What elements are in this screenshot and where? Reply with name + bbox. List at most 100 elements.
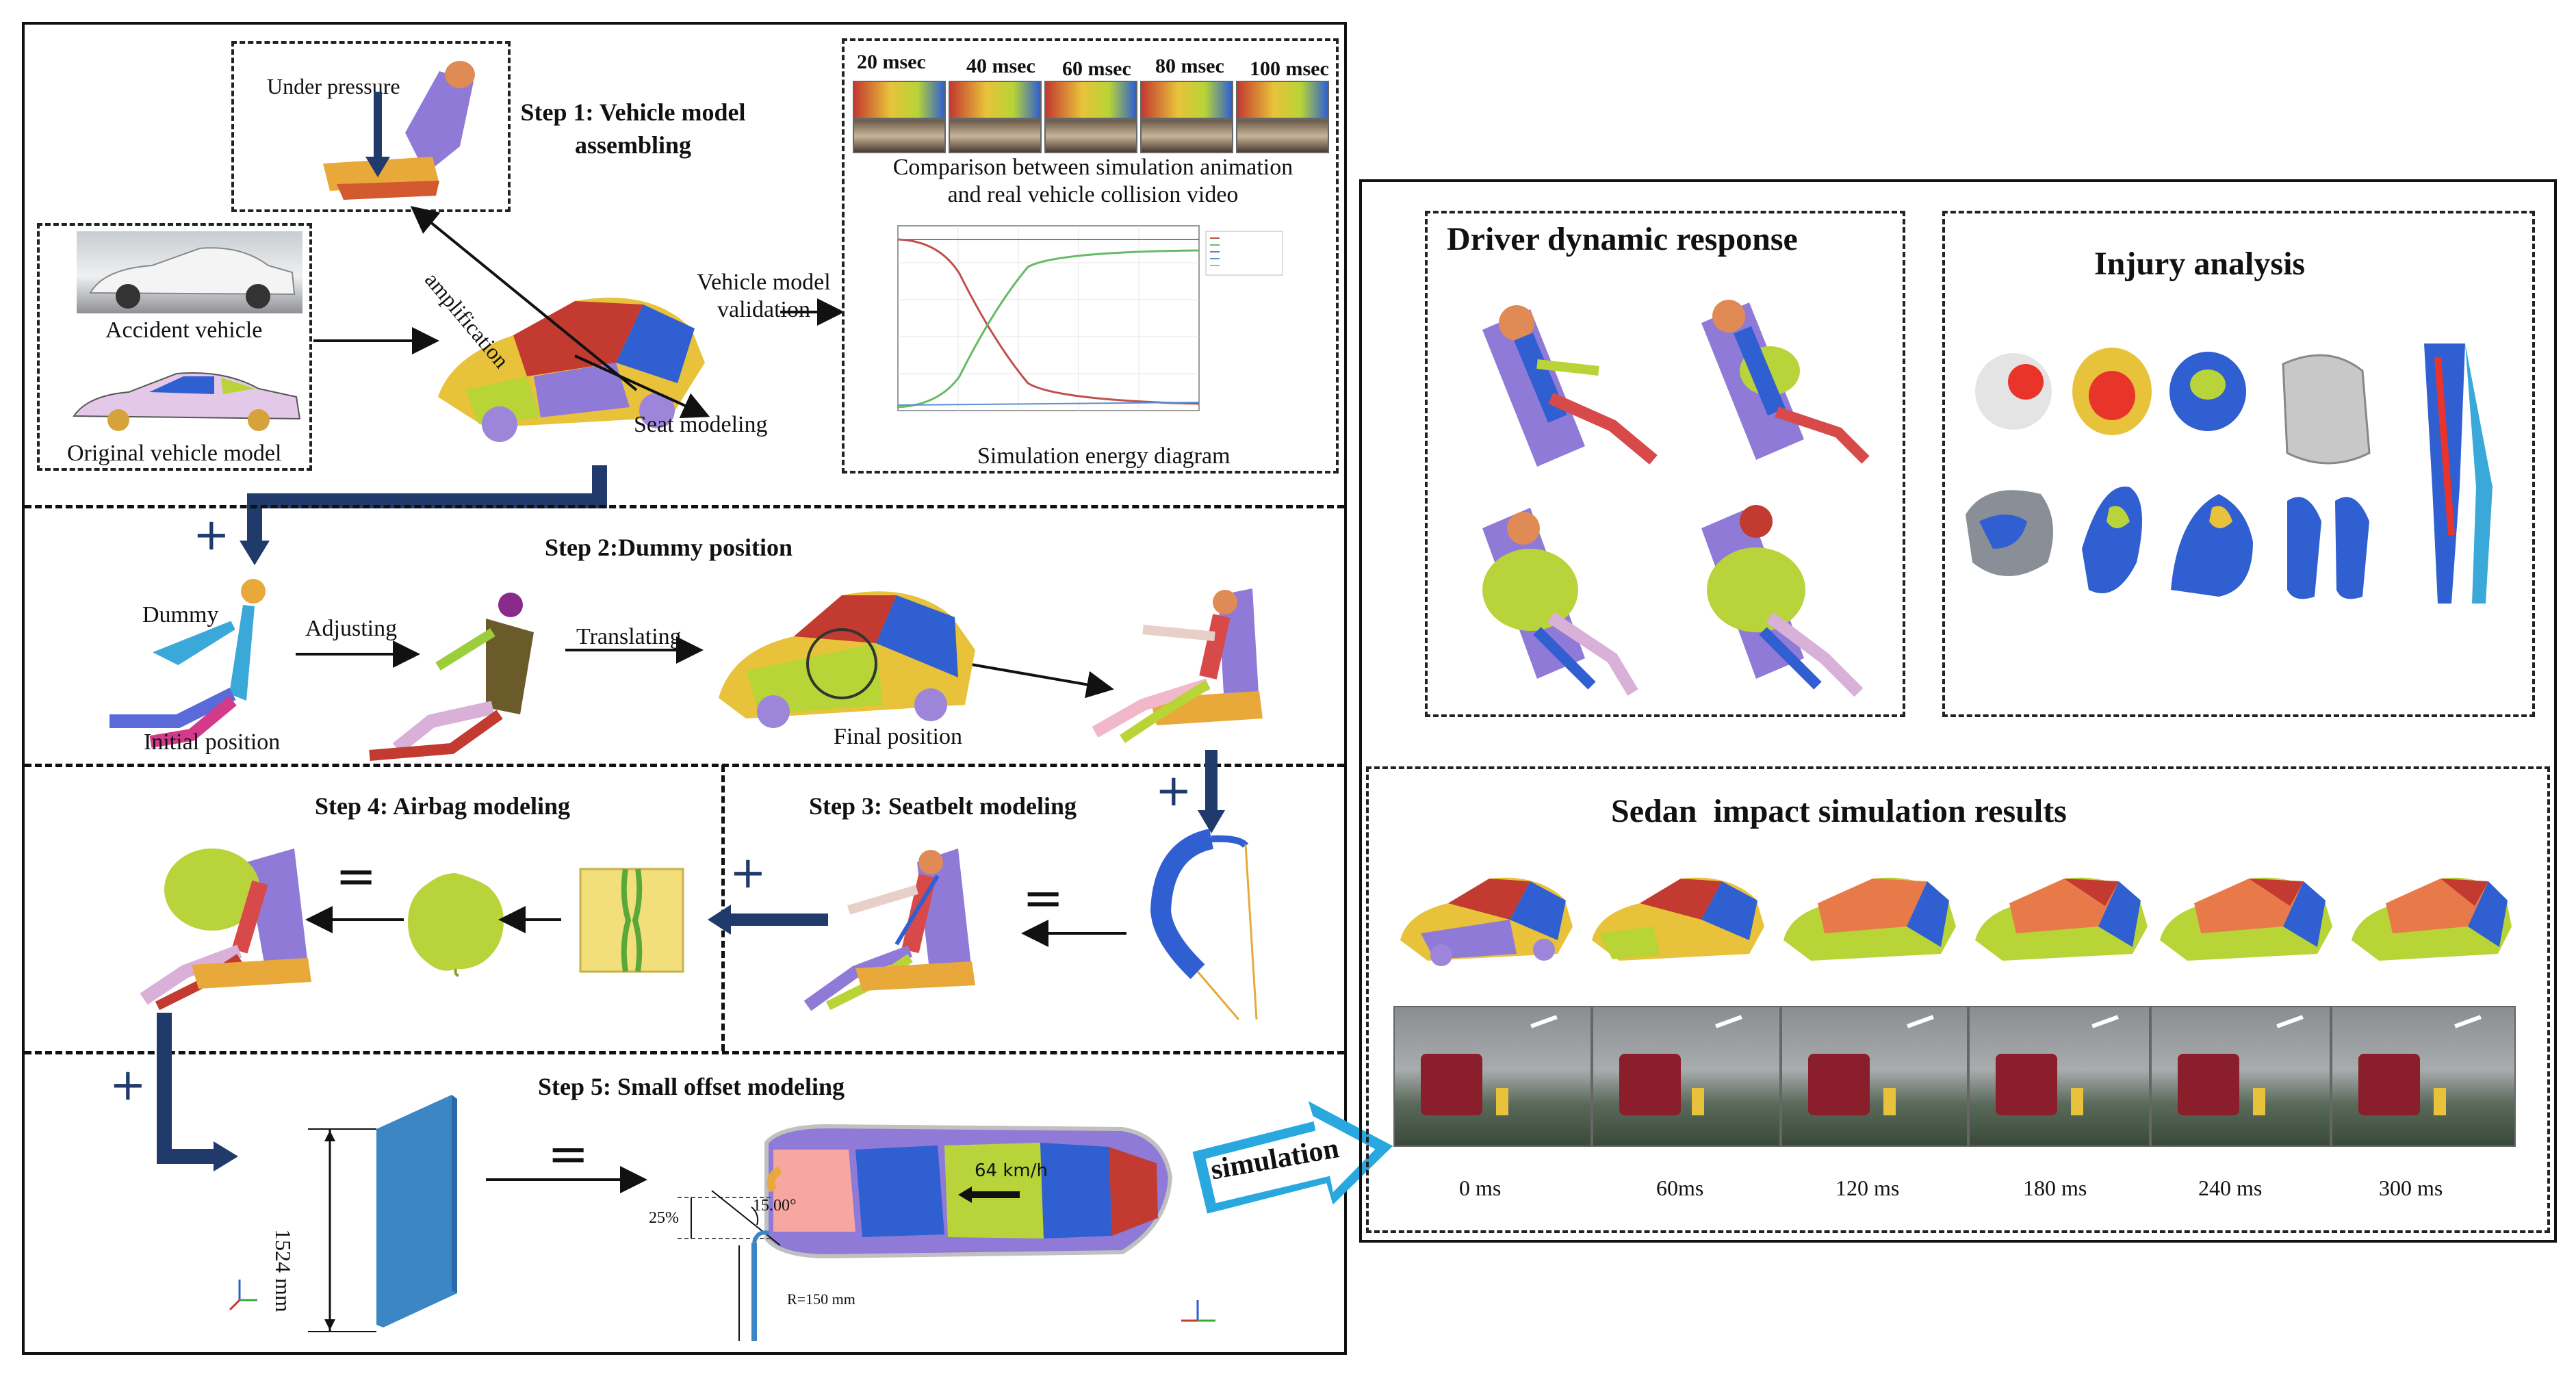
airbag-folded: [579, 868, 684, 973]
step3-to-step4-arrow: [708, 905, 828, 935]
video-frame: [1044, 119, 1137, 153]
step-divider: [25, 1051, 1344, 1054]
step5-plus: +: [110, 1060, 146, 1111]
driver-pose: [1482, 305, 1658, 467]
driver-response-box: Driver dynamic response: [1425, 211, 1905, 717]
original-vehicle-label: Original vehicle model: [67, 441, 282, 466]
step-divider: [25, 764, 1344, 767]
frame-time: 80 msec: [1155, 55, 1224, 77]
adjusting-label: Adjusting: [305, 616, 398, 641]
step4-title: Step 4: Airbag modeling: [315, 792, 571, 820]
sim-frame: [1044, 81, 1137, 119]
axis-triad-icon: [229, 1280, 257, 1311]
original-vehicle-model: [73, 372, 301, 431]
step3-plus: +: [1155, 766, 1192, 816]
validation-box: 20 msec 40 msec 60 msec 80 msec 100 msec…: [842, 38, 1339, 474]
small-offset-vehicle-top-view: [764, 1124, 1173, 1259]
video-frame: [949, 119, 1042, 153]
time-label: 300 ms: [2379, 1176, 2443, 1200]
internal-energy-curve: [897, 249, 1200, 409]
belted-dummy: [803, 848, 975, 1011]
video-frames: [1393, 1006, 2536, 1147]
validation-label: Vehicle model validation: [697, 270, 831, 322]
comparison-caption: Comparison between simulation animation …: [892, 155, 1293, 207]
frame-time: 40 msec: [966, 55, 1035, 77]
injury-contours: [1966, 344, 2493, 604]
speed-label: 64 km/h: [975, 1161, 1048, 1181]
sim-vehicle-frame: [2160, 877, 2332, 961]
step3-title: Step 3: Seatbelt modeling: [809, 792, 1077, 820]
time-label: 180 ms: [2023, 1176, 2087, 1200]
driver-pose: [1701, 300, 1870, 464]
final-position-label: Final position: [834, 724, 962, 749]
final-position-vehicle: [719, 591, 975, 728]
airbag-inflated: [408, 873, 504, 977]
translating-label: Translating: [576, 624, 682, 649]
time-label: 240 ms: [2198, 1176, 2263, 1200]
video-frame: [1140, 119, 1233, 153]
driver-pose: [1482, 508, 1638, 696]
step2-plus: +: [193, 510, 230, 560]
rigid-barrier: [376, 1095, 457, 1327]
initial-position-label: Initial position: [144, 729, 281, 755]
sim-vehicle-frame: [1975, 877, 2148, 961]
step2-title: Step 2:Dummy position: [545, 534, 793, 561]
sim-vehicle-frame: [1783, 877, 1956, 961]
accident-vehicle-label: Accident vehicle: [105, 317, 263, 343]
axis-triad-icon: [1181, 1300, 1215, 1322]
accident-car-outline: [89, 247, 296, 309]
frame-time: 20 msec: [857, 51, 926, 73]
sim-frame: [949, 81, 1042, 119]
other-energy-line: [897, 402, 1200, 406]
step5-equals: =: [548, 1125, 589, 1182]
collision-frames: 20 msec 40 msec 60 msec 80 msec 100 msec: [853, 48, 1332, 157]
injury-analysis-box: Injury analysis: [1942, 211, 2535, 717]
step-divider: [721, 765, 725, 1051]
assembled-vehicle-model: [438, 298, 705, 442]
time-label: 0 ms: [1459, 1176, 1502, 1200]
step2-to-step3-arrow: [1198, 750, 1225, 833]
step5-arrow: [486, 1166, 647, 1193]
barrier-height-dimension: [308, 1128, 376, 1332]
seatbelt-model: [1150, 829, 1258, 1020]
seated-dummy: [1092, 588, 1263, 743]
angle-label: 15.00°: [753, 1197, 797, 1215]
sim-vehicle-frame: [1400, 877, 1573, 966]
dummy-label: Dummy: [142, 602, 219, 627]
energy-diagram: [897, 225, 1283, 411]
step4-plus: +: [730, 848, 767, 898]
sim-frame: [1236, 81, 1329, 119]
step3-arrow: [1021, 920, 1126, 947]
video-trucks: [1421, 1015, 2482, 1115]
sim-vehicle-frame: [1592, 877, 1764, 961]
offset-geometry: [678, 1190, 781, 1341]
impact-results-title: Sedan impact simulation results: [1611, 793, 2067, 829]
methodology-panel: [22, 22, 1347, 1355]
step4-equals: =: [335, 847, 377, 905]
driver-dynamic-response-title: Driver dynamic response: [1447, 221, 1798, 257]
driver-pose: [1701, 505, 1864, 697]
airbag-dummy-assembly: [140, 848, 311, 1011]
sim-frame: [853, 81, 946, 119]
time-label: 60ms: [1656, 1176, 1704, 1200]
frame-time: 100 msec: [1250, 57, 1329, 80]
frame-time: 60 msec: [1062, 57, 1131, 80]
kinetic-energy-curve: [897, 238, 1200, 405]
results-panel: [1359, 179, 2557, 1243]
impact-results-box: Sedan impact simulation results: [1366, 766, 2550, 1233]
time-label: 120 ms: [1836, 1176, 1900, 1200]
barrier-height-label: 1524 mm: [271, 1229, 296, 1312]
simulation-arrow: [1192, 1101, 1393, 1214]
sim-vehicle-frame: [2352, 877, 2512, 961]
video-frame: [1236, 119, 1329, 153]
sim-frame: [1140, 81, 1233, 119]
initial-dummy: [110, 579, 266, 748]
step1-title: Step 1: Vehicle model assembling: [520, 99, 746, 159]
step4-arrows: [305, 906, 561, 933]
adjusted-dummy: [369, 593, 534, 761]
injury-analysis-title: Injury analysis: [2094, 246, 2306, 282]
energy-diagram-caption: Simulation energy diagram: [977, 443, 1231, 469]
step1-arrows: [313, 205, 845, 419]
seat-illustration: [323, 61, 475, 200]
step4-to-step5-arrow: [157, 1013, 238, 1171]
